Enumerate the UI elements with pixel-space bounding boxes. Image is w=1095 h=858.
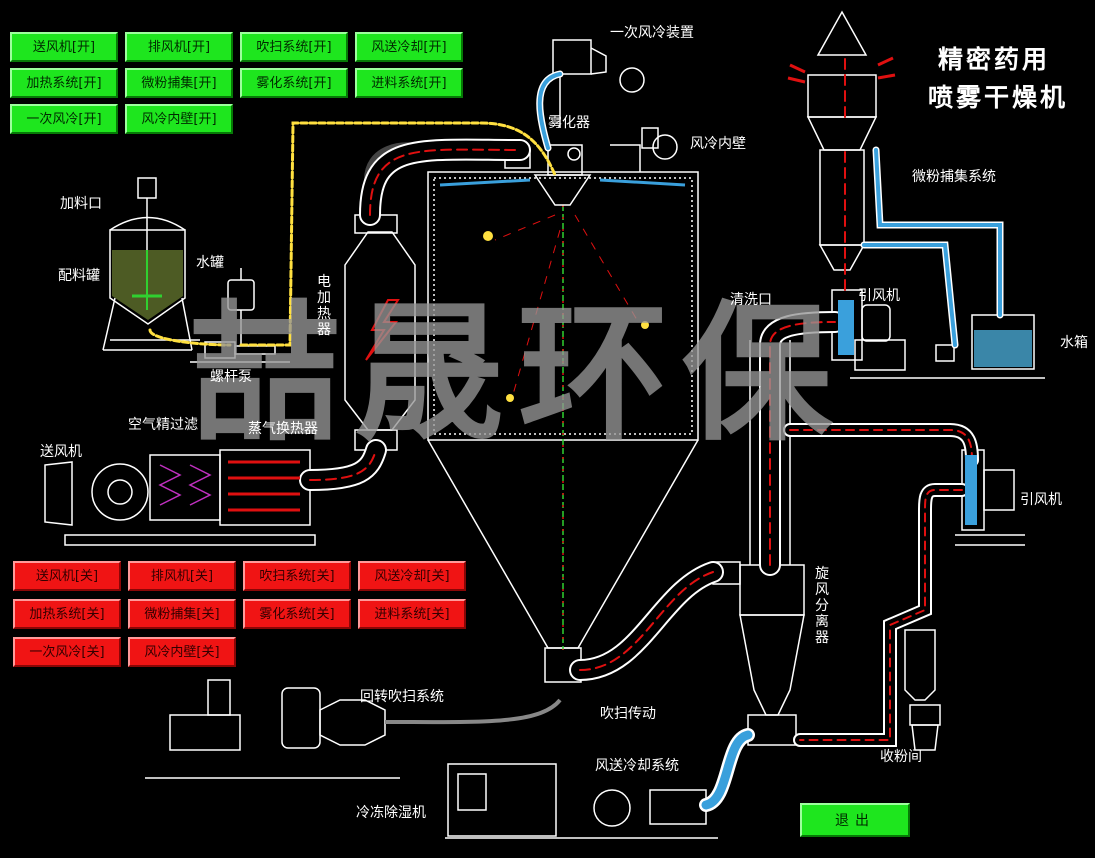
label-electric-heater: 电加热器 [317, 274, 331, 338]
purge-system-on-button[interactable]: 吹扫系统[开] [240, 32, 348, 62]
label-clean-port: 清洗口 [730, 292, 772, 308]
fine-powder-tower [806, 10, 878, 271]
label-blower: 送风机 [40, 444, 82, 460]
fan2-window [965, 455, 977, 525]
label-air-cooling-system: 风送冷却系统 [595, 758, 679, 774]
label-cyclone: 旋风分离器 [815, 566, 829, 646]
exhaust-marks [787, 56, 896, 84]
spray-sparks [483, 214, 649, 402]
label-fine-powder-capture: 微粉捕集系统 [912, 169, 996, 185]
label-wall-air-cooling: 风冷内壁 [690, 136, 746, 152]
powder-room-collector [904, 629, 941, 751]
rotary-purge-skid [145, 679, 562, 779]
atomization-on-button[interactable]: 雾化系统[开] [240, 68, 348, 98]
watermark: 喆晟环保 [190, 288, 847, 462]
wall-cooling-on-button[interactable]: 风冷内壁[开] [125, 104, 233, 134]
primary-cooling-on-button[interactable]: 一次风冷[开] [10, 104, 118, 134]
label-primary-air-cooling: 一次风冷装置 [610, 25, 694, 41]
steam-coil [228, 460, 300, 512]
blower-off-button[interactable]: 送风机[关] [13, 561, 121, 591]
air-cooling-on-button[interactable]: 风送冷却[开] [355, 32, 463, 62]
exit-button[interactable]: 退出 [800, 803, 910, 837]
purge-system-off-button[interactable]: 吹扫系统[关] [243, 561, 351, 591]
air-cooling-off-button[interactable]: 风送冷却[关] [358, 561, 466, 591]
atomization-off-button[interactable]: 雾化系统[关] [243, 599, 351, 629]
powder-capture-off-button[interactable]: 微粉捕集[关] [128, 599, 236, 629]
label-water-tank: 水罐 [196, 255, 224, 271]
heating-system-off-button[interactable]: 加热系统[关] [13, 599, 121, 629]
heating-system-on-button[interactable]: 加热系统[开] [10, 68, 118, 98]
blower-on-button[interactable]: 送风机[开] [10, 32, 118, 62]
fan-window [838, 300, 854, 355]
freeze-dehumidifier-unit [445, 763, 718, 839]
exhaust-fan-on-button[interactable]: 排风机[开] [125, 32, 233, 62]
label-powder-room: 收粉间 [880, 749, 922, 765]
label-steam-exchanger: 蒸气换热器 [248, 421, 318, 437]
air-inlet-train [44, 449, 316, 546]
water-box-level [974, 330, 1032, 367]
wall-cooling-off-button[interactable]: 风冷内壁[关] [128, 637, 236, 667]
lightning-icon [365, 299, 400, 361]
mixing-tank [102, 177, 200, 351]
label-screw-pump: 螺杆泵 [210, 369, 252, 385]
label-atomizer: 雾化器 [548, 115, 590, 131]
wall-air-cooling-fan [610, 127, 678, 172]
water-tank-small [227, 268, 255, 345]
primary-cooling-off-button[interactable]: 一次风冷[关] [13, 637, 121, 667]
exhaust-fan-off-button[interactable]: 排风机[关] [128, 561, 236, 591]
label-induced-fan-1: 引风机 [858, 288, 900, 304]
label-rotary-purge: 回转吹扫系统 [360, 689, 444, 705]
label-feed-port: 加料口 [60, 196, 102, 212]
powder-capture-on-button[interactable]: 微粉捕集[开] [125, 68, 233, 98]
drying-chamber [427, 171, 699, 683]
label-purge-drive: 吹扫传动 [600, 706, 656, 722]
label-mixing-tank: 配料罐 [58, 268, 100, 284]
label-air-filter: 空气精过滤 [128, 417, 198, 433]
page-title-line1: 精密药用 [938, 45, 1051, 74]
induced-fan-upper [831, 289, 1045, 379]
page-title-line2: 喷雾干燥机 [928, 83, 1069, 112]
label-water-box: 水箱 [1060, 335, 1088, 351]
feed-system-on-button[interactable]: 进料系统[开] [355, 68, 463, 98]
primary-air-cooling-unit [552, 39, 645, 128]
filter-media [158, 464, 212, 506]
label-induced-fan-2: 引风机 [1020, 492, 1062, 508]
feed-line [239, 121, 557, 347]
feed-system-off-button[interactable]: 进料系统[关] [358, 599, 466, 629]
label-freeze-dehumidifier: 冷冻除湿机 [356, 805, 426, 821]
